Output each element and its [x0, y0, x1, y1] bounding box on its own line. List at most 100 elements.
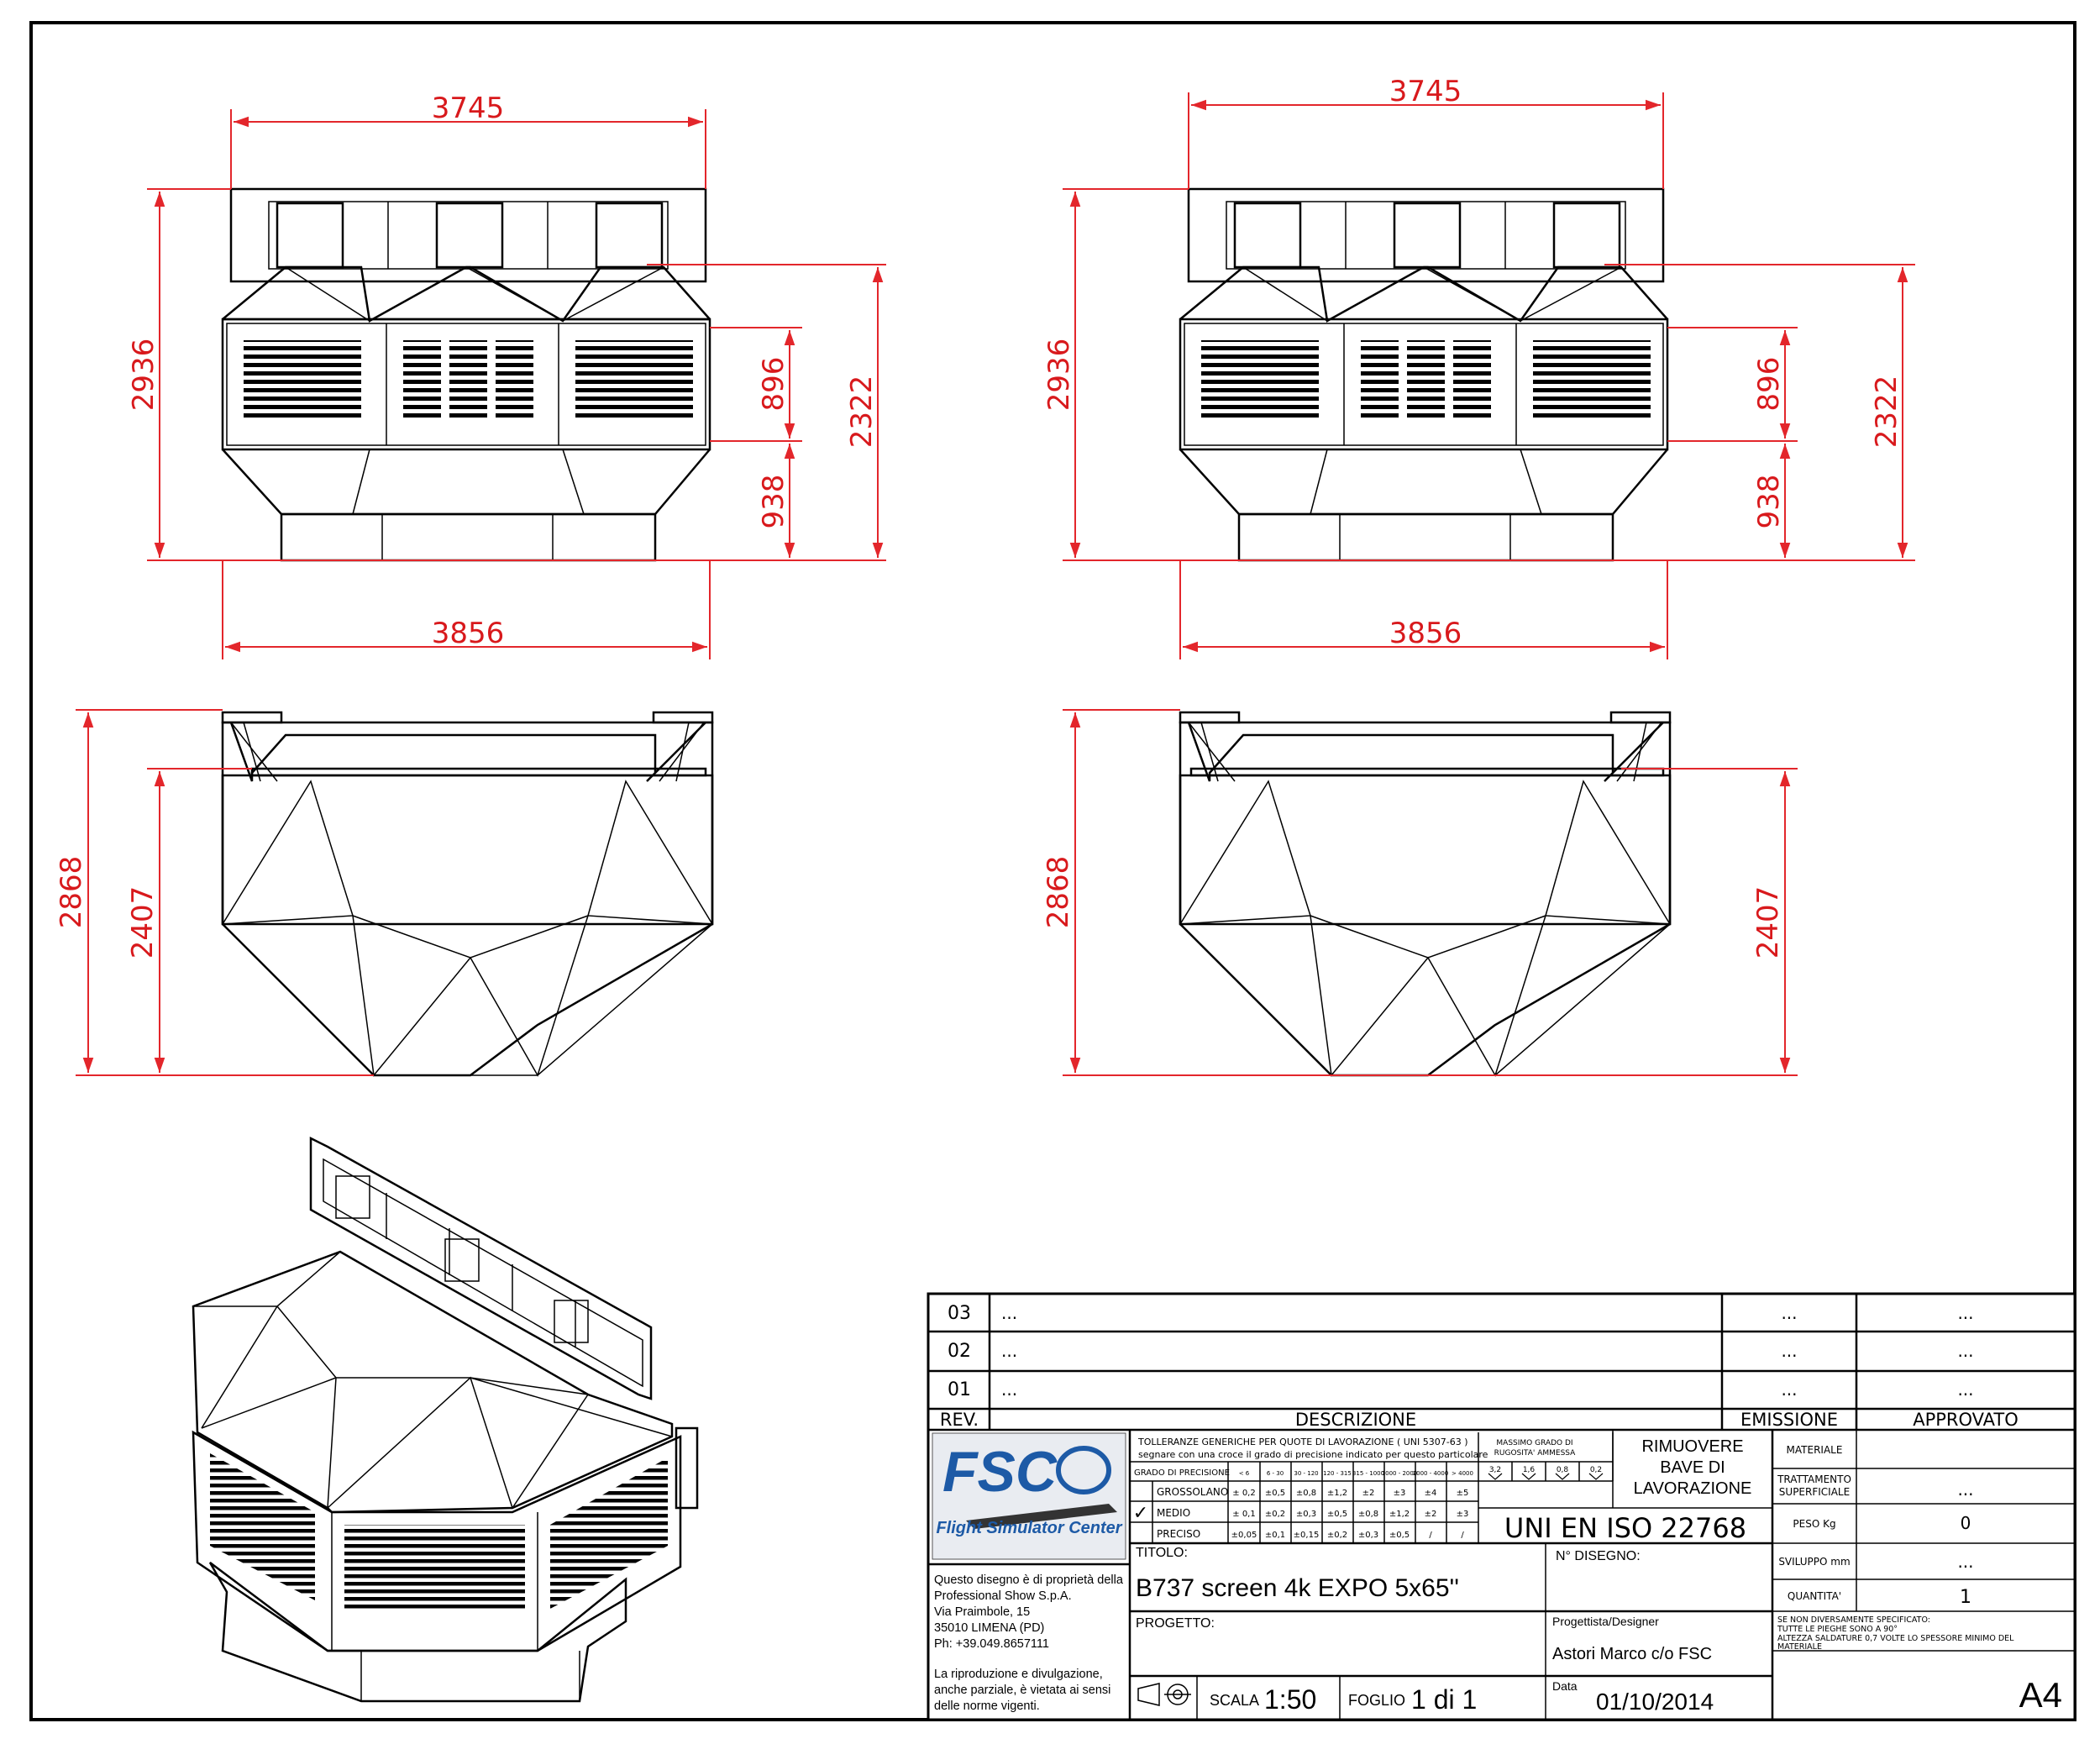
deburr-note-2: BAVE DI — [1660, 1458, 1725, 1477]
fsc-logo — [932, 1432, 1126, 1560]
svg-text:Via Praimbole, 15: Via Praimbole, 15 — [934, 1605, 1030, 1619]
dim-height-body: 2322 — [845, 376, 879, 449]
svg-text:120 - 315: 120 - 315 — [1323, 1470, 1352, 1477]
svg-text:±1,2: ±1,2 — [1327, 1489, 1347, 1498]
svg-text:GRADO DI PRECISIONE: GRADO DI PRECISIONE — [1134, 1468, 1230, 1478]
title-block: 03 ... ... ... 02 ... ... ... 01 ... ...… — [927, 1292, 2076, 1721]
dim-height-body: 2322 — [1870, 376, 1903, 449]
projection-symbol-icon — [1137, 1683, 1191, 1706]
header-approvato: APPROVATO — [1913, 1410, 2019, 1430]
medio-check: ✓ — [1133, 1503, 1148, 1524]
svg-text:TOLLERANZE GENERICHE PER QUOTE: TOLLERANZE GENERICHE PER QUOTE DI LAVORA… — [1137, 1437, 1468, 1447]
dim-height-lower: 2407 — [126, 886, 160, 959]
header-descrizione: DESCRIZIONE — [1295, 1410, 1416, 1430]
front-view-left: 3745 3856 2936 2322 896 938 — [127, 92, 886, 659]
side-view-right: 2868 2407 — [1042, 709, 1798, 1077]
scala-label: SCALA — [1210, 1692, 1259, 1709]
rev-03-desc: ... — [1001, 1303, 1017, 1323]
general-notes: SE NON DIVERSAMENTE SPECIFICATO: TUTTE L… — [1777, 1615, 2014, 1652]
rev-02-desc: ... — [1001, 1341, 1017, 1361]
rev-02-number: 02 — [948, 1341, 971, 1362]
dim-width-top: 3745 — [432, 92, 505, 125]
side-view-left: 2868 2407 — [55, 709, 714, 1077]
svg-text:315 - 1000: 315 - 1000 — [1352, 1470, 1384, 1477]
svg-text:1,6: 1,6 — [1523, 1466, 1536, 1474]
dim-width-bottom: 3856 — [1389, 617, 1462, 650]
svg-text:±3: ±3 — [1394, 1489, 1406, 1498]
designer-label: Progettista/Designer — [1552, 1615, 1659, 1628]
svg-text:3,2: 3,2 — [1489, 1466, 1501, 1474]
svg-text:6 - 30: 6 - 30 — [1267, 1470, 1284, 1477]
svg-text:Professional Show S.p.A.: Professional Show S.p.A. — [934, 1589, 1072, 1603]
drawing-title: B737 screen 4k EXPO 5x65'' — [1136, 1574, 1459, 1602]
dim-height-total: 2868 — [1042, 856, 1075, 929]
rev-01-number: 01 — [948, 1379, 971, 1400]
rev-01-desc: ... — [1001, 1379, 1017, 1400]
header-emissione: EMISSIONE — [1740, 1410, 1838, 1430]
svg-text:La riproduzione e divulgazione: La riproduzione e divulgazione, — [934, 1668, 1103, 1681]
svg-text:±0,05: ±0,05 — [1231, 1531, 1257, 1540]
svg-text:anche parziale, è vietata ai s: anche parziale, è vietata ai sensi — [934, 1684, 1110, 1697]
svg-text:±0,5: ±0,5 — [1389, 1531, 1410, 1540]
rev-01-approved: ... — [1957, 1379, 1973, 1400]
rev-03-number: 03 — [948, 1303, 971, 1324]
rev-01-emission: ... — [1781, 1379, 1797, 1400]
svg-text:RUGOSITA' AMMESSA: RUGOSITA' AMMESSA — [1494, 1449, 1577, 1458]
deburr-note-1: RIMUOVERE — [1641, 1437, 1743, 1456]
svg-text:GROSSOLANO: GROSSOLANO — [1157, 1486, 1228, 1498]
materiale-label: MATERIALE — [1787, 1444, 1843, 1456]
svg-text:0,8: 0,8 — [1557, 1466, 1569, 1474]
svg-text:Questo disegno è di proprietà: Questo disegno è di proprietà della — [934, 1573, 1124, 1587]
svg-text:±3: ±3 — [1457, 1510, 1469, 1519]
peso-value: 0 — [1961, 1513, 1971, 1533]
svg-text:0,2: 0,2 — [1590, 1466, 1602, 1474]
svg-text:ALTEZZA SALDATURE 0,7 VOLTE LO: ALTEZZA SALDATURE 0,7 VOLTE LO SPESSORE … — [1777, 1634, 2014, 1643]
fsc-logo-text: FSC — [942, 1440, 1058, 1504]
tolerance-table: TOLLERANZE GENERICHE PER QUOTE DI LAVORA… — [1130, 1432, 1772, 1545]
rev-03-approved: ... — [1957, 1303, 1973, 1323]
svg-text:±0,3: ±0,3 — [1358, 1531, 1378, 1540]
dim-height-lower: 938 — [757, 475, 790, 529]
dim-height-grille: 896 — [1752, 357, 1786, 412]
svg-text:±0,2: ±0,2 — [1265, 1510, 1285, 1519]
svg-text:35010 LIMENA (PD): 35010 LIMENA (PD) — [934, 1621, 1044, 1635]
rev-02-approved: ... — [1957, 1341, 1973, 1361]
svg-text:± 0,1: ± 0,1 — [1232, 1510, 1255, 1519]
dim-height-lower: 938 — [1752, 475, 1786, 529]
rev-03-emission: ... — [1781, 1303, 1797, 1323]
svg-text:/: / — [1429, 1531, 1432, 1540]
svg-text:MEDIO: MEDIO — [1157, 1507, 1190, 1519]
peso-label: PESO Kg — [1793, 1518, 1835, 1530]
sviluppo-value: ... — [1957, 1552, 1973, 1572]
svg-text:MASSIMO GRADO DI: MASSIMO GRADO DI — [1496, 1439, 1572, 1447]
svg-text:±2: ±2 — [1362, 1489, 1375, 1498]
svg-text:1000 - 2000: 1000 - 2000 — [1382, 1470, 1418, 1477]
trattamento-label-2: SUPERFICIALE — [1779, 1486, 1850, 1498]
svg-text:MATERIALE: MATERIALE — [1777, 1642, 1822, 1652]
sviluppo-label: SVILUPPO mm — [1778, 1556, 1850, 1568]
sheet-format: A4 — [2019, 1675, 2062, 1715]
svg-text:± 0,2: ± 0,2 — [1232, 1489, 1255, 1498]
dim-width-top: 3745 — [1389, 75, 1462, 108]
svg-text:/: / — [1461, 1531, 1464, 1540]
titolo-label: TITOLO: — [1136, 1546, 1188, 1560]
front-view-right: 3745 3856 2936 2322 896 938 — [1042, 75, 1915, 659]
iso-standard: UNI EN ISO 22768 — [1504, 1512, 1746, 1544]
svg-text:±0,1: ±0,1 — [1265, 1531, 1285, 1540]
quantita-value: 1 — [1960, 1587, 1971, 1608]
trattamento-value: ... — [1957, 1479, 1973, 1500]
progetto-label: PROGETTO: — [1136, 1616, 1215, 1631]
svg-text:PRECISO: PRECISO — [1157, 1528, 1200, 1540]
svg-text:< 6: < 6 — [1239, 1470, 1250, 1477]
header-rev: REV. — [940, 1410, 979, 1430]
svg-text:±1,2: ±1,2 — [1389, 1510, 1410, 1519]
quantita-label: QUANTITA' — [1788, 1590, 1841, 1602]
svg-text:±0,2: ±0,2 — [1327, 1531, 1347, 1540]
svg-text:2000 - 4000: 2000 - 4000 — [1413, 1470, 1449, 1477]
svg-text:TUTTE LE PIEGHE SONO A 90°: TUTTE LE PIEGHE SONO A 90° — [1777, 1625, 1898, 1634]
data-label: Data — [1552, 1679, 1578, 1693]
dim-width-bottom: 3856 — [432, 617, 505, 650]
dim-height-total: 2936 — [1042, 339, 1076, 412]
deburr-note-3: LAVORAZIONE — [1634, 1479, 1752, 1498]
